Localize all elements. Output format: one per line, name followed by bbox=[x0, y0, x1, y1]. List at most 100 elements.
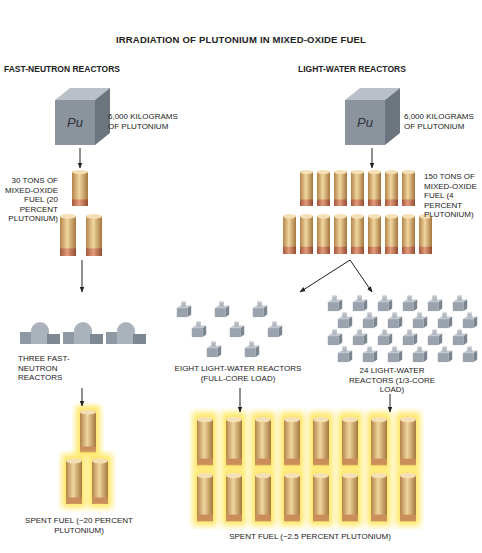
cube-side bbox=[95, 88, 110, 145]
spent-rod bbox=[280, 412, 304, 469]
lwr-icon bbox=[328, 329, 342, 345]
lwr-icon bbox=[353, 295, 367, 311]
flow-arrow bbox=[390, 394, 391, 412]
reactor-group: THREE FAST-NEUTRON REACTORS bbox=[15, 292, 155, 388]
spent-rod bbox=[251, 412, 275, 469]
spent-rods bbox=[193, 412, 420, 525]
fuel-rod bbox=[86, 214, 102, 256]
lwr-icon bbox=[428, 295, 442, 311]
lwr-icon bbox=[207, 341, 221, 357]
lwr-icon bbox=[463, 312, 477, 328]
fuel-rod bbox=[60, 214, 76, 256]
lwr-icon bbox=[268, 321, 282, 337]
node-label: 150 TONS OF MIXED-OXIDE FUEL (4 PERCENT … bbox=[424, 172, 482, 220]
fuel-rod bbox=[283, 214, 296, 254]
flow-arrow bbox=[240, 388, 241, 412]
spent-rod bbox=[338, 412, 362, 469]
node-label: 6,000 KILOGRAMS OF PLUTONIUM bbox=[108, 112, 190, 131]
node-label: EIGHT LIGHT-WATER REACTORS (FULL-CORE LO… bbox=[163, 364, 313, 383]
spent-fuel: SPENT FUEL (~2.5 PERCENT PLUTONIUM) bbox=[180, 412, 440, 549]
fuel-rod bbox=[402, 170, 415, 206]
spent-rod bbox=[193, 412, 217, 469]
light-water-reactors bbox=[328, 295, 477, 362]
flow-arrow bbox=[350, 260, 372, 292]
fuel-rod bbox=[317, 214, 330, 254]
fast-reactor-icon bbox=[106, 322, 146, 344]
spent-rod bbox=[193, 468, 217, 525]
node-label: SPENT FUEL (~20 PERCENT PLUTONIUM) bbox=[14, 516, 144, 535]
fuel-rod bbox=[300, 170, 313, 206]
lwr-icon bbox=[230, 321, 244, 337]
node-label: SPENT FUEL (~2.5 PERCENT PLUTONIUM) bbox=[180, 532, 440, 542]
lwr-icon bbox=[413, 312, 427, 328]
lwr-icon bbox=[403, 329, 417, 345]
fuel-rod bbox=[368, 214, 381, 254]
flow-arrow bbox=[372, 148, 373, 168]
lwr-icon bbox=[438, 312, 452, 328]
node-label: 24 LIGHT-WATER REACTORS (1/3-CORE LOAD) bbox=[348, 366, 436, 395]
spent-rod bbox=[251, 468, 275, 525]
flow-arrow bbox=[82, 260, 83, 292]
spent-rod bbox=[309, 412, 333, 469]
spent-rods bbox=[62, 406, 112, 508]
lwr-icon bbox=[388, 346, 402, 362]
reactor-group: EIGHT LIGHT-WATER REACTORS (FULL-CORE LO… bbox=[155, 292, 318, 388]
lwr-icon bbox=[338, 312, 352, 328]
fuel-rod bbox=[351, 170, 364, 206]
fuel-rod bbox=[334, 170, 347, 206]
cube-side bbox=[385, 88, 400, 145]
spent-rod bbox=[76, 406, 100, 456]
fast-reactor-icon bbox=[63, 322, 103, 344]
spent-rod bbox=[222, 412, 246, 469]
lwr-icon bbox=[253, 301, 267, 317]
fuel-rod bbox=[317, 170, 330, 206]
fuel-rods bbox=[60, 170, 102, 256]
lwr-icon bbox=[353, 329, 367, 345]
spent-rod bbox=[88, 454, 112, 508]
plutonium-stock: Pu6,000 KILOGRAMS OF PLUTONIUM bbox=[340, 84, 482, 148]
node-label: 30 TONS OF MIXED-OXIDE FUEL (20 PERCENT … bbox=[2, 176, 58, 224]
fuel-rod bbox=[72, 170, 88, 206]
fuel-batch: 150 TONS OF MIXED-OXIDE FUEL (4 PERCENT … bbox=[280, 168, 482, 260]
lwr-icon bbox=[403, 295, 417, 311]
lwr-icon bbox=[363, 312, 377, 328]
lwr-icon bbox=[192, 321, 206, 337]
spent-rod bbox=[367, 468, 391, 525]
node-label: THREE FAST-NEUTRON REACTORS bbox=[18, 354, 78, 383]
flow-arrow bbox=[82, 388, 83, 406]
lwr-icon bbox=[215, 301, 229, 317]
flow-arrow bbox=[80, 148, 81, 168]
spent-rod bbox=[396, 412, 420, 469]
fuel-rod bbox=[300, 214, 313, 254]
lwr-icon bbox=[338, 346, 352, 362]
fast-reactors bbox=[20, 322, 146, 344]
lwr-icon bbox=[453, 329, 467, 345]
spent-rod bbox=[367, 412, 391, 469]
plutonium-stock: Pu 6,000 KILOGRAMS OF PLUTONIUM bbox=[50, 84, 190, 148]
spent-fuel: SPENT FUEL (~20 PERCENT PLUTONIUM) bbox=[4, 406, 154, 549]
fuel-rod bbox=[402, 214, 415, 254]
element-symbol: Pu bbox=[55, 116, 95, 129]
spent-rod bbox=[62, 454, 86, 508]
plutonium-cube bbox=[345, 88, 400, 145]
spent-rod bbox=[280, 468, 304, 525]
lwr-icon bbox=[328, 295, 342, 311]
column-heading: LIGHT-WATER REACTORS bbox=[298, 64, 482, 74]
cube-front bbox=[55, 100, 95, 145]
lwr-icon bbox=[463, 346, 477, 362]
spent-rod bbox=[396, 468, 420, 525]
lwr-icon bbox=[177, 301, 191, 317]
lwr-icon bbox=[438, 346, 452, 362]
lwr-icon bbox=[363, 346, 377, 362]
lwr-icon bbox=[378, 295, 392, 311]
spent-rod bbox=[338, 468, 362, 525]
reactor-group: 24 LIGHT-WATER REACTORS (1/3-CORE LOAD) bbox=[320, 292, 482, 394]
fuel-rods bbox=[283, 170, 432, 254]
element-symbol: Pu bbox=[345, 116, 385, 129]
fuel-batch: 30 TONS OF MIXED-OXIDE FUEL (20 PERCENT … bbox=[2, 168, 108, 260]
fuel-rod bbox=[351, 214, 364, 254]
light-water-reactors bbox=[177, 301, 282, 357]
